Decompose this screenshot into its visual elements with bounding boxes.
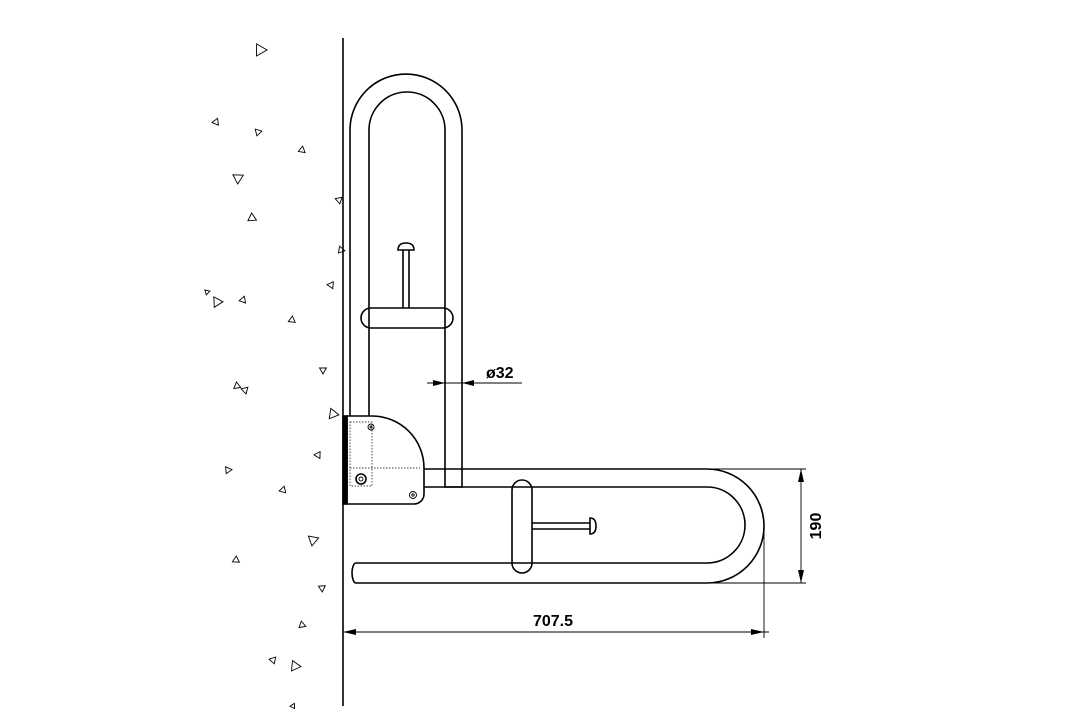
hatch-mark	[298, 620, 307, 629]
hatch-mark	[256, 43, 268, 57]
hatch-mark	[231, 555, 241, 563]
hatch-mark	[278, 485, 287, 494]
hatch-mark	[318, 367, 328, 375]
hatch-mark	[334, 196, 343, 205]
hatch-mark	[328, 407, 340, 420]
diameter-label: ø32	[486, 365, 514, 382]
hatch-mark	[225, 466, 233, 475]
height-label: 190	[808, 513, 825, 540]
bracket-screw	[355, 473, 367, 485]
hatch-mark	[232, 174, 245, 185]
folded-paper-holder-grip	[360, 307, 454, 329]
hatch-mark	[238, 295, 247, 304]
hatch-mark	[337, 245, 346, 254]
hatch-mark	[313, 450, 321, 460]
hatch-mark	[233, 381, 242, 389]
hatch-mark	[287, 315, 296, 323]
wall-bracket	[342, 415, 425, 505]
hatch-mark	[326, 280, 334, 290]
hatch-mark	[254, 128, 263, 137]
diameter-dimension: ø32	[427, 365, 522, 386]
hatch-mark	[289, 702, 296, 710]
paper-holder-grip	[511, 479, 533, 574]
hatch-mark	[307, 535, 320, 547]
hatch-mark	[290, 659, 302, 672]
hatch-mark	[204, 289, 211, 296]
length-label: 707.5	[533, 613, 573, 630]
wall-hatch	[204, 43, 346, 710]
bracket-screw	[409, 491, 417, 499]
hatch-mark	[240, 386, 249, 395]
height-dimension: 190	[707, 468, 825, 584]
hatch-mark	[247, 212, 258, 222]
hatch-mark	[213, 296, 224, 309]
bracket-screw	[367, 423, 375, 431]
hatch-mark	[211, 117, 219, 126]
horizontal-bar	[351, 468, 765, 584]
length-dimension: 707.5	[343, 528, 769, 638]
hatch-mark	[317, 585, 327, 593]
hatch-mark	[268, 656, 277, 665]
hatch-mark	[297, 145, 306, 154]
folded-bar	[349, 73, 463, 488]
